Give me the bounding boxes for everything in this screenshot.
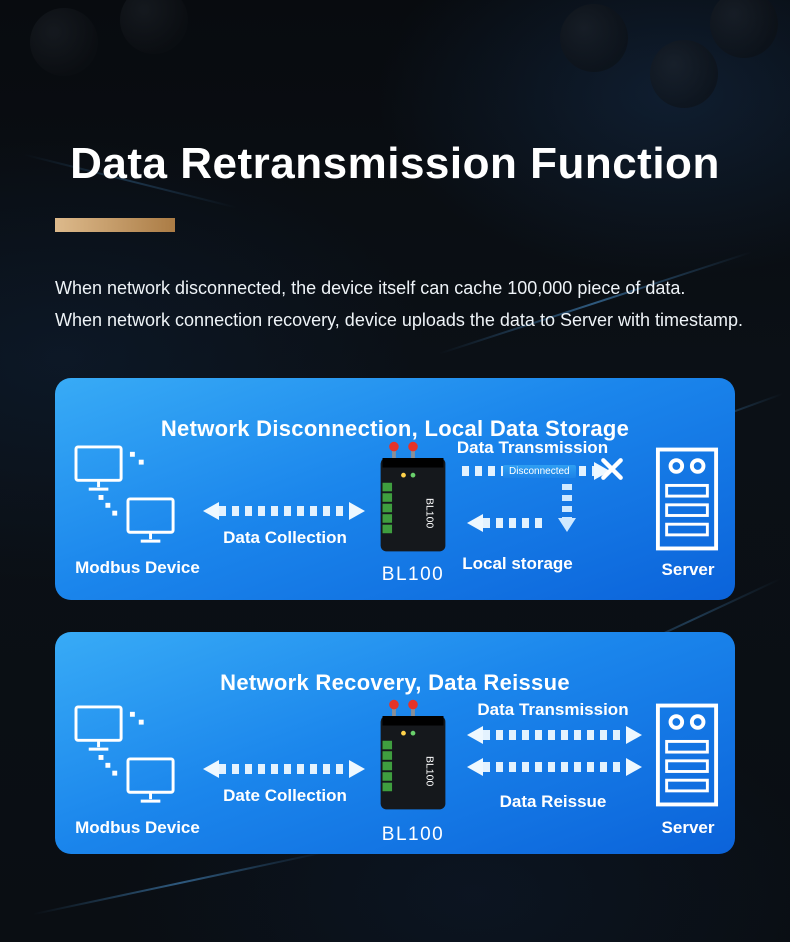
data-collection-label: Data Collection: [223, 528, 347, 547]
bl100-gateway-icon: BL100: [380, 441, 446, 552]
bl100-print-text: BL100: [423, 498, 434, 528]
background-capacitor: [710, 0, 778, 58]
panel2-title: Network Recovery, Data Reissue: [220, 670, 570, 696]
description-line-2: When network connection recovery, device…: [55, 310, 744, 330]
disconnected-badge: Disconnected: [503, 465, 576, 478]
arrow-head-right-icon: [626, 758, 642, 776]
data-reissue-arrow: [467, 758, 642, 776]
local-storage-label: Local storage: [462, 554, 573, 573]
arrow-head-right-icon: [349, 760, 365, 778]
gold-accent-bar: [55, 218, 175, 232]
background-capacitor: [650, 40, 718, 108]
arrow-shaft: [562, 484, 572, 519]
server-label: Server: [661, 818, 715, 837]
background-capacitor: [560, 4, 628, 72]
local-storage-back-arrow: [467, 514, 549, 532]
bl100-label: BL100: [381, 824, 445, 845]
modbus-device-icon: [74, 445, 175, 543]
server-icon: [655, 447, 719, 551]
disconnected-x-icon: [601, 458, 623, 480]
panel-network-disconnection: Network Disconnection, Local Data Storag…: [55, 378, 735, 600]
data-reissue-label: Data Reissue: [499, 792, 607, 811]
page-title: Data Retransmission Function: [70, 139, 720, 189]
data-transmission-label: Data Transmission: [456, 438, 609, 457]
arrow-shaft: [219, 506, 349, 516]
arrow-head-down-icon: [558, 518, 576, 532]
arrow-shaft: [483, 730, 626, 740]
panel-network-recovery: Network Recovery, Data Reissue Modbus De…: [55, 632, 735, 854]
bl100-print-text: BL100: [423, 756, 434, 786]
modbus-device-label: Modbus Device: [75, 558, 200, 577]
arrow-shaft: [483, 518, 547, 528]
description-line-1: When network disconnected, the device it…: [55, 278, 686, 298]
server-label: Server: [661, 560, 715, 579]
bl100-label: BL100: [381, 564, 445, 585]
arrow-shaft: [219, 764, 349, 774]
arrow-shaft: [483, 762, 626, 772]
arrow-head-left-icon: [467, 726, 483, 744]
arrow-head-left-icon: [203, 760, 219, 778]
modbus-device-label: Modbus Device: [75, 818, 200, 837]
data-collection-arrow: [203, 502, 365, 520]
arrow-head-left-icon: [467, 514, 483, 532]
background-capacitor: [30, 8, 98, 76]
date-collection-arrow: [203, 760, 365, 778]
data-transmission-arrow: [467, 726, 642, 744]
arrow-head-left-icon: [467, 758, 483, 776]
bl100-gateway-icon: BL100: [380, 699, 446, 810]
modbus-device-icon: [74, 705, 175, 803]
panel1-title: Network Disconnection, Local Data Storag…: [160, 416, 630, 442]
background-capacitor: [120, 0, 188, 54]
data-transmission-label: Data Transmission: [477, 700, 629, 719]
server-icon: [655, 703, 719, 807]
arrow-head-right-icon: [626, 726, 642, 744]
date-collection-label: Date Collection: [223, 786, 347, 805]
local-storage-down-arrow: [558, 484, 576, 532]
arrow-head-right-icon: [349, 502, 365, 520]
arrow-head-left-icon: [203, 502, 219, 520]
